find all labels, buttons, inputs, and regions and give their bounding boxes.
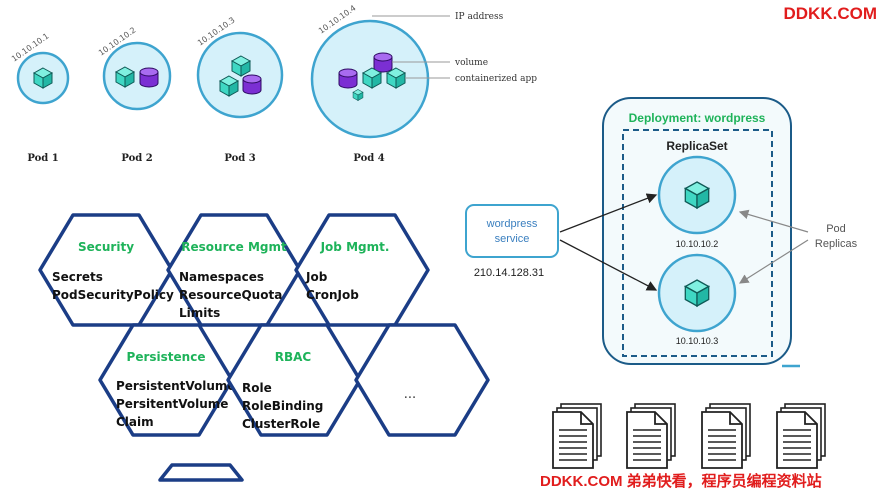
replicas-pointer-2: [738, 239, 809, 284]
volume-icon: [242, 74, 262, 95]
pod-2: 10.10.10.2 Pod 2: [97, 25, 172, 164]
hex-partial: [158, 463, 244, 482]
hex-line: PodSecurityPolicy: [52, 288, 174, 302]
hex-title: RBAC: [275, 350, 312, 364]
service-to-pod1-arrow: [559, 193, 658, 233]
containerized-app-icon: [684, 181, 710, 209]
service-label-line2: service: [495, 233, 530, 245]
hex-line: ClusterRole: [242, 417, 320, 431]
wordpress-service-box: [465, 204, 559, 258]
replica-pod-ip: 10.10.10.3: [676, 336, 719, 346]
replicaset-title: ReplicaSet: [666, 139, 727, 153]
deployment-section: Deployment: wordpress ReplicaSet 10.10.1…: [465, 97, 858, 368]
containerized-app-icon: [115, 66, 135, 88]
hex-line: Job: [305, 270, 328, 284]
hex-line: Role: [242, 381, 272, 395]
hex-line: PersistentVolume: [116, 379, 236, 393]
hex-security: Security Secrets PodSecurityPolicy: [38, 213, 174, 327]
replicas-pointer-1: [738, 209, 809, 233]
containerized-app-icon: [386, 67, 406, 89]
document-icon: [776, 403, 826, 469]
service-to-pod2-arrow: [559, 239, 658, 291]
replicaset-box: [622, 129, 773, 357]
hex-line: Secrets: [52, 270, 103, 284]
document-icon: [552, 403, 602, 469]
containerized-app-icon: [219, 75, 239, 97]
hex-line: CronJob: [306, 288, 359, 302]
hex-ellipsis: ...: [404, 387, 416, 402]
hex-line: PersitentVolume: [116, 397, 228, 411]
volume-icon: [139, 67, 159, 88]
hex-line: RoleBinding: [242, 399, 323, 413]
volume-icon: [373, 52, 393, 73]
containerized-app-icon: [352, 89, 364, 101]
containerized-app-icon: [684, 279, 710, 307]
replica-pod-2: 10.10.10.3: [657, 253, 737, 346]
replica-pod-ip: 10.10.10.2: [676, 239, 719, 249]
hex-line: Limits: [179, 306, 220, 320]
hex-title: Job Mgmt.: [320, 240, 390, 254]
service-ip: 210.14.128.31: [474, 267, 544, 279]
volume-icon: [338, 68, 358, 89]
service-label-line1: wordpress: [486, 218, 538, 230]
hex-title: Security: [78, 240, 134, 254]
hex-persistence: Persistence PersistentVolume PersitentVo…: [98, 323, 236, 437]
hex-more: ...: [354, 323, 490, 437]
hex-title: Persistence: [127, 350, 206, 364]
containerized-app-annotation: containerized app: [455, 74, 537, 84]
containerized-app-icon: [33, 67, 53, 89]
deployment-title: Deployment: wordpress: [629, 111, 766, 125]
hex-line: ResourceQuota: [179, 288, 282, 302]
containerized-app-icon: [231, 55, 251, 77]
pod-label: Pod 3: [224, 153, 255, 164]
ip-address-annotation: IP address: [455, 12, 504, 22]
replica-pod-1: 10.10.10.2: [657, 155, 737, 249]
hex-line: Claim: [116, 415, 154, 429]
pod-replicas-label-line1: Pod: [826, 223, 846, 235]
hex-line: Namespaces: [179, 270, 264, 284]
pod-3: 10.10.10.3 Pod 3: [196, 15, 284, 164]
pod-replicas-label-line2: Replicas: [815, 238, 858, 250]
pod-label: Pod 4: [353, 153, 384, 164]
pod-label: Pod 2: [121, 153, 152, 164]
documents-section: [552, 403, 826, 469]
hex-resource-mgmt: Resource Mgmt Namespaces ResourceQuota L…: [166, 213, 302, 327]
document-icon: [626, 403, 676, 469]
pod-1: 10.10.10.1 Pod 1: [10, 31, 70, 164]
document-icon: [701, 403, 751, 469]
watermark-top: DDKK.COM: [783, 4, 878, 23]
volume-annotation: volume: [454, 58, 488, 68]
pod-label: Pod 1: [27, 153, 58, 164]
hex-rbac: RBAC Role RoleBinding ClusterRole: [226, 323, 362, 437]
watermark-bottom: DDKK.COM 弟弟快看，程序员编程资料站: [540, 473, 822, 490]
hex-title: Resource Mgmt: [181, 240, 287, 254]
containerized-app-icon: [362, 67, 382, 89]
hexagon-section: Security Secrets PodSecurityPolicy Resou…: [38, 213, 490, 482]
hex-job-mgmt: Job Mgmt. Job CronJob: [294, 213, 430, 327]
pod-4: 10.10.10.4 Pod 4: [310, 3, 430, 164]
pods-section: 10.10.10.1 Pod 1 10.10.10.2 Pod 2 10.10.…: [10, 3, 537, 164]
